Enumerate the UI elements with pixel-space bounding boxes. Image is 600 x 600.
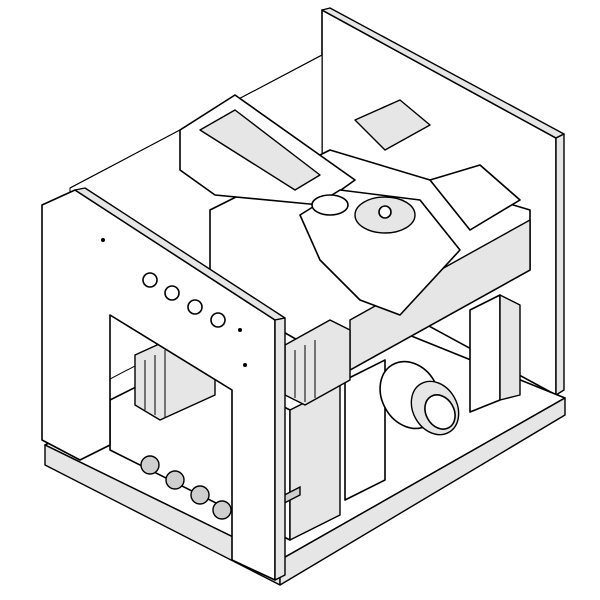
turret xyxy=(299,189,461,316)
frame-holes xyxy=(101,238,247,367)
support-legs xyxy=(344,294,521,501)
front-frame xyxy=(41,187,286,581)
eyepiece-tube xyxy=(179,94,356,206)
knob-row xyxy=(140,455,232,520)
objective-lens xyxy=(379,360,460,436)
